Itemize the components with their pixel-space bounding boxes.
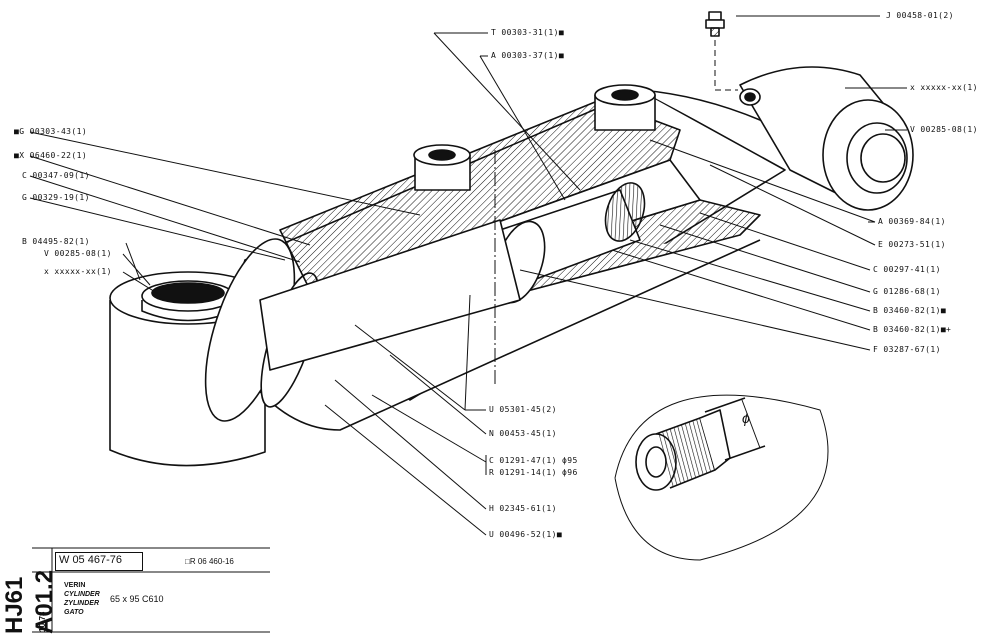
drawing-number-box [55, 552, 143, 571]
reference-number: □R 06 460-16 [185, 557, 234, 566]
callout-x06460: ■X 06460-22(1) [14, 151, 88, 160]
callout-n00453: N 00453-45(1) [489, 429, 557, 438]
rear-clevis [739, 66, 914, 211]
callout-u05301: U 05301-45(2) [489, 405, 557, 414]
name-de: ZYLINDER [64, 600, 99, 607]
callout-c00297: C 00297-41(1) [873, 265, 941, 274]
name-es: GATO [64, 609, 84, 616]
grease-nipple [705, 11, 738, 91]
date-code: 10-73 [38, 611, 47, 632]
callout-v00285-right: V 00285-08(1) [910, 125, 978, 134]
bushing-detail [614, 394, 829, 561]
sheet-code: HJ61 A01.2 [1, 569, 58, 634]
callout-xxxxx-top: x xxxxx-xx(1) [910, 83, 978, 92]
callout-c01291: C 01291-47(1) ϕ95 [489, 456, 578, 465]
callout-f03287: F 03287-67(1) [873, 345, 941, 354]
callout-e00273: E 00273-51(1) [878, 240, 946, 249]
callout-a00369: A 00369-84(1) [878, 217, 946, 226]
callout-xxxxx-left: x xxxxx-xx(1) [44, 267, 112, 276]
callout-u00496: U 00496-52(1)■ [489, 530, 563, 539]
callout-h02345: H 02345-61(1) [489, 504, 557, 513]
callout-b04495: B 04495-82(1) [22, 237, 90, 246]
callout-b03460-b: B 03460-82(1)■+ [873, 325, 952, 334]
cylinder-barrel [204, 89, 793, 431]
callout-g00303: ■G 00303-43(1) [14, 127, 88, 136]
callout-g01286: G 01286-68(1) [873, 287, 941, 296]
callout-v00285-left: V 00285-08(1) [44, 249, 112, 258]
name-en: CYLINDER [64, 591, 100, 598]
port-bosses [413, 84, 656, 191]
callout-t00303: T 00303-31(1)■ [491, 28, 565, 37]
cylinder-size: 65 x 95 C610 [110, 594, 164, 604]
callout-a00303: A 00303-37(1)■ [491, 51, 565, 60]
callout-g00329: G 00329-19(1) [22, 193, 90, 202]
diameter-symbol: ϕ [742, 410, 750, 426]
callout-r01291: R 01291-14(1) ϕ96 [489, 468, 578, 477]
drawing-number: W 05 467-76 [59, 554, 122, 566]
callout-b03460-a: B 03460-82(1)■ [873, 306, 947, 315]
title-block-frame [32, 547, 270, 633]
callout-j00458: J 00458-01(2) [886, 11, 954, 20]
name-fr: VERIN [64, 582, 86, 589]
callout-c00347: C 00347-09(1) [22, 171, 90, 180]
leader-lines [29, 15, 907, 536]
